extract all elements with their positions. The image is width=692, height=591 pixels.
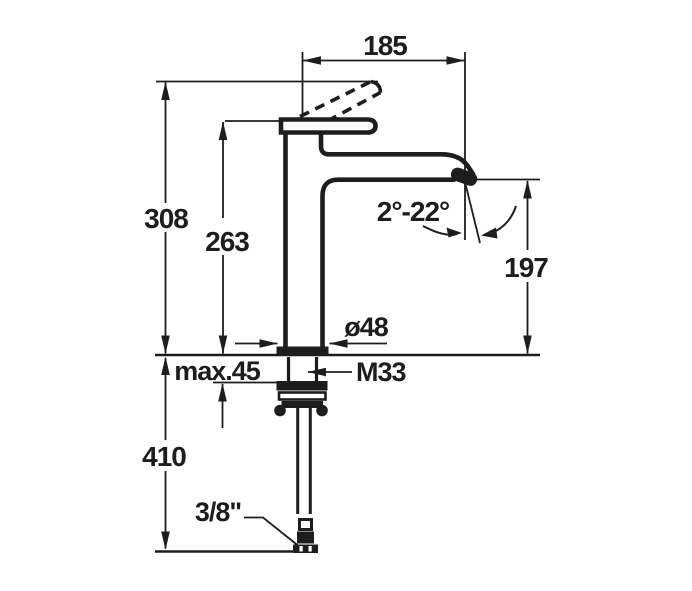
arrow-down-icon bbox=[523, 335, 532, 354]
dimension-supply-length: 410 bbox=[142, 356, 187, 550]
dim-label-308: 308 bbox=[144, 203, 188, 234]
arrow-up-icon bbox=[161, 356, 170, 375]
arrow-right-icon bbox=[446, 56, 465, 65]
dim-label-263: 263 bbox=[205, 226, 249, 257]
dim-label-197: 197 bbox=[504, 252, 548, 283]
arrow-up-icon bbox=[161, 81, 170, 100]
supply-tube bbox=[296, 408, 312, 514]
dim-label-m33: M33 bbox=[356, 357, 407, 387]
dim-label-max45: max.45 bbox=[174, 356, 261, 386]
dim-label-diameter: ø48 bbox=[344, 312, 389, 342]
dimension-spout-projection: 185 bbox=[301, 30, 466, 240]
dimension-height-to-spout: 263 bbox=[205, 120, 282, 354]
arrow-left-icon bbox=[302, 56, 321, 65]
faucet-body-spout-bottom bbox=[320, 177, 457, 352]
faucet-outline bbox=[276, 79, 478, 356]
dimension-outlet-height: 197 bbox=[467, 178, 549, 354]
mounting-hardware bbox=[274, 357, 328, 417]
dimension-base-diameter: ø48 bbox=[235, 312, 390, 348]
arc-arrow-icon bbox=[481, 227, 498, 239]
faucet-base-flange bbox=[276, 346, 329, 356]
arc-arrow-icon bbox=[446, 227, 462, 238]
dimension-overall-height: 308 bbox=[144, 80, 378, 354]
arrow-up-icon bbox=[218, 121, 228, 140]
arrow-left-icon bbox=[307, 367, 326, 377]
dim-label-38: 3/8" bbox=[195, 497, 242, 527]
arrow-right-icon bbox=[259, 339, 278, 348]
annotation-connection-size: 3/8" bbox=[195, 497, 299, 547]
arrow-down-icon bbox=[161, 335, 170, 354]
faucet-lever bbox=[278, 117, 378, 135]
faucet-body-spout-top bbox=[318, 130, 476, 177]
arrow-down-icon bbox=[161, 531, 170, 550]
dimension-max-deck-thickness: max.45 bbox=[174, 356, 280, 428]
arrow-down-icon bbox=[218, 335, 228, 354]
annotation-spout-angle: 2°-22° bbox=[377, 179, 517, 244]
arrow-left-icon bbox=[329, 339, 348, 348]
dim-label-185: 185 bbox=[363, 30, 407, 61]
arrow-up-icon bbox=[523, 180, 532, 199]
threaded-shank bbox=[286, 357, 319, 381]
dim-label-angle: 2°-22° bbox=[377, 196, 449, 227]
aerator bbox=[450, 167, 478, 186]
arrow-up-icon bbox=[218, 383, 227, 402]
connection-fitting bbox=[293, 518, 318, 553]
annotation-shank-thread: M33 bbox=[307, 357, 408, 387]
dim-label-410: 410 bbox=[142, 441, 186, 472]
